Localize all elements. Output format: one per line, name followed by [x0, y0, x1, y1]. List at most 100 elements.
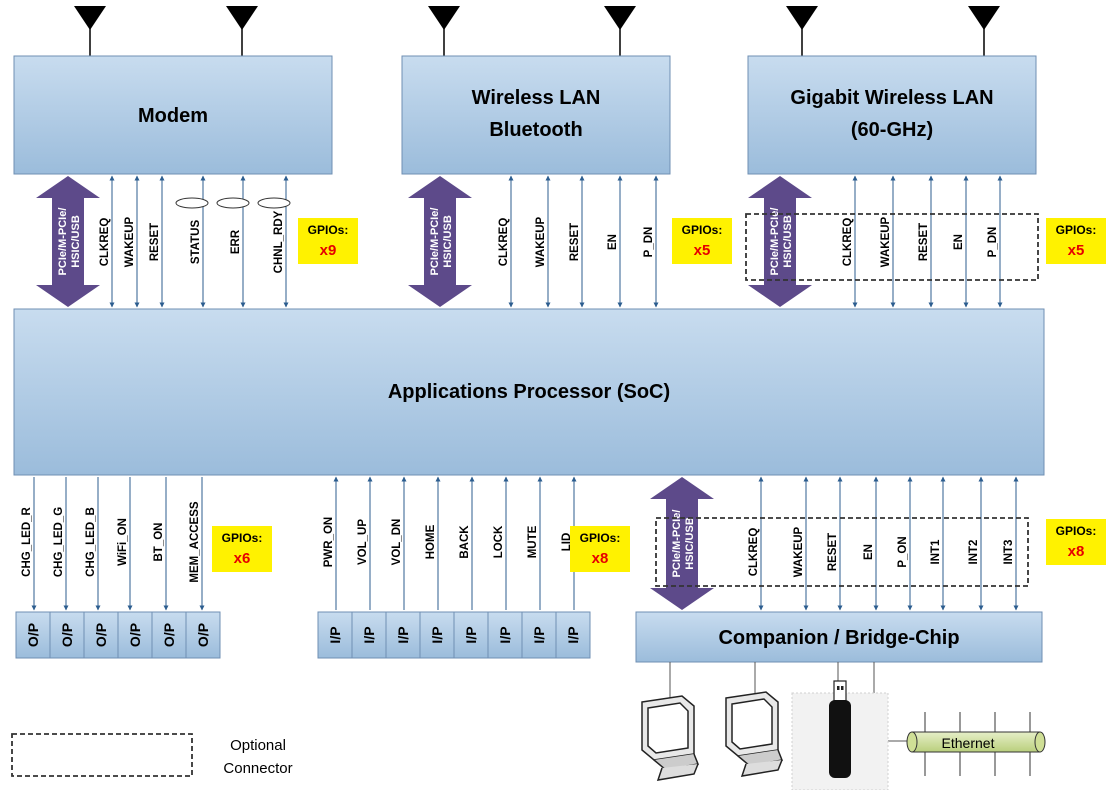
ellipse-marker: [216, 197, 250, 209]
antenna-icon: [74, 6, 106, 57]
gpio-label: GPIOs:: [1056, 223, 1097, 237]
gpio-label: GPIOs:: [308, 223, 349, 237]
soc-title: Applications Processor (SoC): [388, 381, 670, 403]
wlan-signal-label: WAKEUP: [535, 216, 547, 267]
modem-signal: RESET: [149, 175, 165, 308]
output-signal: BT_ON: [153, 477, 169, 611]
input-signal: VOL_DN: [391, 476, 407, 610]
output-signal: CHG_LED_G: [53, 477, 69, 611]
output-box: O/P: [83, 611, 119, 659]
bus-label-line2: HSIC/USB: [70, 215, 82, 268]
usb-drive-icon: [791, 680, 889, 791]
wlan-signal-label: RESET: [569, 223, 581, 261]
input-signal-label: VOL_DN: [391, 519, 403, 566]
output-signal: MEM_ACCESS: [189, 477, 205, 611]
output-box: O/P: [15, 611, 51, 659]
bridge-signal: P_ON: [897, 476, 913, 611]
modem-title: Modem: [138, 105, 208, 127]
wlan-signal: P_DN: [643, 175, 659, 308]
modem-signal: ERR: [230, 175, 246, 308]
input-signal: LOCK: [493, 476, 509, 610]
input-box: I/P: [317, 611, 353, 659]
input-box: I/P: [487, 611, 523, 659]
gpio-count: x6: [234, 550, 251, 567]
input-box: I/P: [555, 611, 591, 659]
output-box-label: O/P: [59, 623, 75, 647]
input-signal-label: PWR_ON: [323, 517, 335, 567]
gigabit-wlan-signal: CLKREQ: [842, 175, 858, 308]
optional-connector-bridge: [655, 517, 1029, 587]
gigabit-wlan-signal-label: RESET: [918, 223, 930, 261]
ethernet-cable-icon: Ethernet: [906, 712, 1046, 776]
bridge-signal: INT1: [930, 476, 946, 611]
input-box-label: I/P: [361, 626, 377, 643]
output-box-label: O/P: [195, 623, 211, 647]
gpio-badge-outputs: GPIOs: x6: [212, 526, 272, 572]
input-box: I/P: [521, 611, 557, 659]
output-box-label: O/P: [127, 623, 143, 647]
input-box-label: I/P: [531, 626, 547, 643]
input-box-label: I/P: [327, 626, 343, 643]
output-box: O/P: [185, 611, 221, 659]
modem-signal-label: CLKREQ: [99, 218, 111, 267]
modem-signal: WAKEUP: [124, 175, 140, 308]
wlan-block: [401, 55, 671, 175]
input-box: I/P: [419, 611, 455, 659]
legend-dashed-box: [11, 733, 193, 777]
gigabit-wlan-signal: RESET: [918, 175, 934, 308]
bridge-signal-label: P_ON: [897, 536, 909, 567]
bridge-signal: EN: [863, 476, 879, 611]
gpio-count: x5: [694, 242, 711, 259]
bridge-signal: CLKREQ: [748, 476, 764, 611]
gpio-badge-wlan: GPIOs: x5: [672, 218, 732, 264]
wlan-signal: EN: [607, 175, 623, 308]
bridge-signal: INT2: [968, 476, 984, 611]
bus-label-line2: HSIC/USB: [684, 517, 696, 570]
gigabit-wlan-block: [747, 55, 1037, 175]
bridge-chip-title: Companion / Bridge-Chip: [718, 627, 959, 649]
gpio-badge-gwlan: GPIOs:x5: [1046, 218, 1106, 264]
antenna-icon: [786, 6, 818, 57]
gpio-count: x8: [592, 550, 609, 567]
output-signal: CHG_LED_R: [21, 477, 37, 611]
bridge-signal-label: INT3: [1003, 540, 1015, 565]
optional-connector-gigabit: [745, 213, 1039, 281]
input-signal-label: VOL_UP: [357, 519, 369, 565]
input-box-label: I/P: [565, 626, 581, 643]
modem-signal: STATUS: [190, 175, 206, 308]
modem-signal-label: RESET: [149, 223, 161, 261]
bus-arrow-bridge: PCIe/M-PCIe/HSIC/USB: [650, 477, 714, 610]
input-box: I/P: [453, 611, 489, 659]
antenna-icon: [604, 6, 636, 57]
bridge-signal-label: CLKREQ: [748, 528, 760, 577]
gpio-label: GPIOs:: [682, 223, 723, 237]
bus-label-line1: PCIe/M-PCIe/: [671, 510, 683, 578]
input-signal: VOL_UP: [357, 476, 373, 610]
gpio-badge-modem: GPIOs:x9: [298, 218, 358, 264]
wlan-signal: CLKREQ: [498, 175, 514, 308]
ellipse-marker: [257, 197, 291, 209]
output-signal-label: WiFi_ON: [117, 518, 129, 566]
bridge-signal-label: INT1: [930, 539, 942, 565]
modem-signal-label: ERR: [230, 229, 242, 254]
gpio-label: GPIOs:: [222, 531, 263, 545]
output-signal: CHG_LED_B: [85, 477, 101, 611]
output-signal: WiFi_ON: [117, 477, 133, 611]
bus-label-line1: PCIe/M-PCIe/: [769, 208, 781, 276]
antenna-icon: [428, 6, 460, 57]
bridge-signal: INT3: [1003, 476, 1019, 611]
bridge-signal: RESET: [827, 476, 843, 611]
bus-arrow-gigabit-wlan: PCIe/M-PCIe/HSIC/USB: [748, 176, 812, 307]
input-signal: HOME: [425, 476, 441, 610]
modem-signal: CLKREQ: [99, 175, 115, 308]
input-box: I/P: [351, 611, 387, 659]
output-signal-label: BT_ON: [153, 523, 165, 562]
modem-block: [13, 55, 333, 175]
input-box: I/P: [385, 611, 421, 659]
legend-label-line1: Optional: [230, 737, 286, 754]
ethernet-label: Ethernet: [942, 735, 995, 751]
input-box-label: I/P: [429, 626, 445, 643]
